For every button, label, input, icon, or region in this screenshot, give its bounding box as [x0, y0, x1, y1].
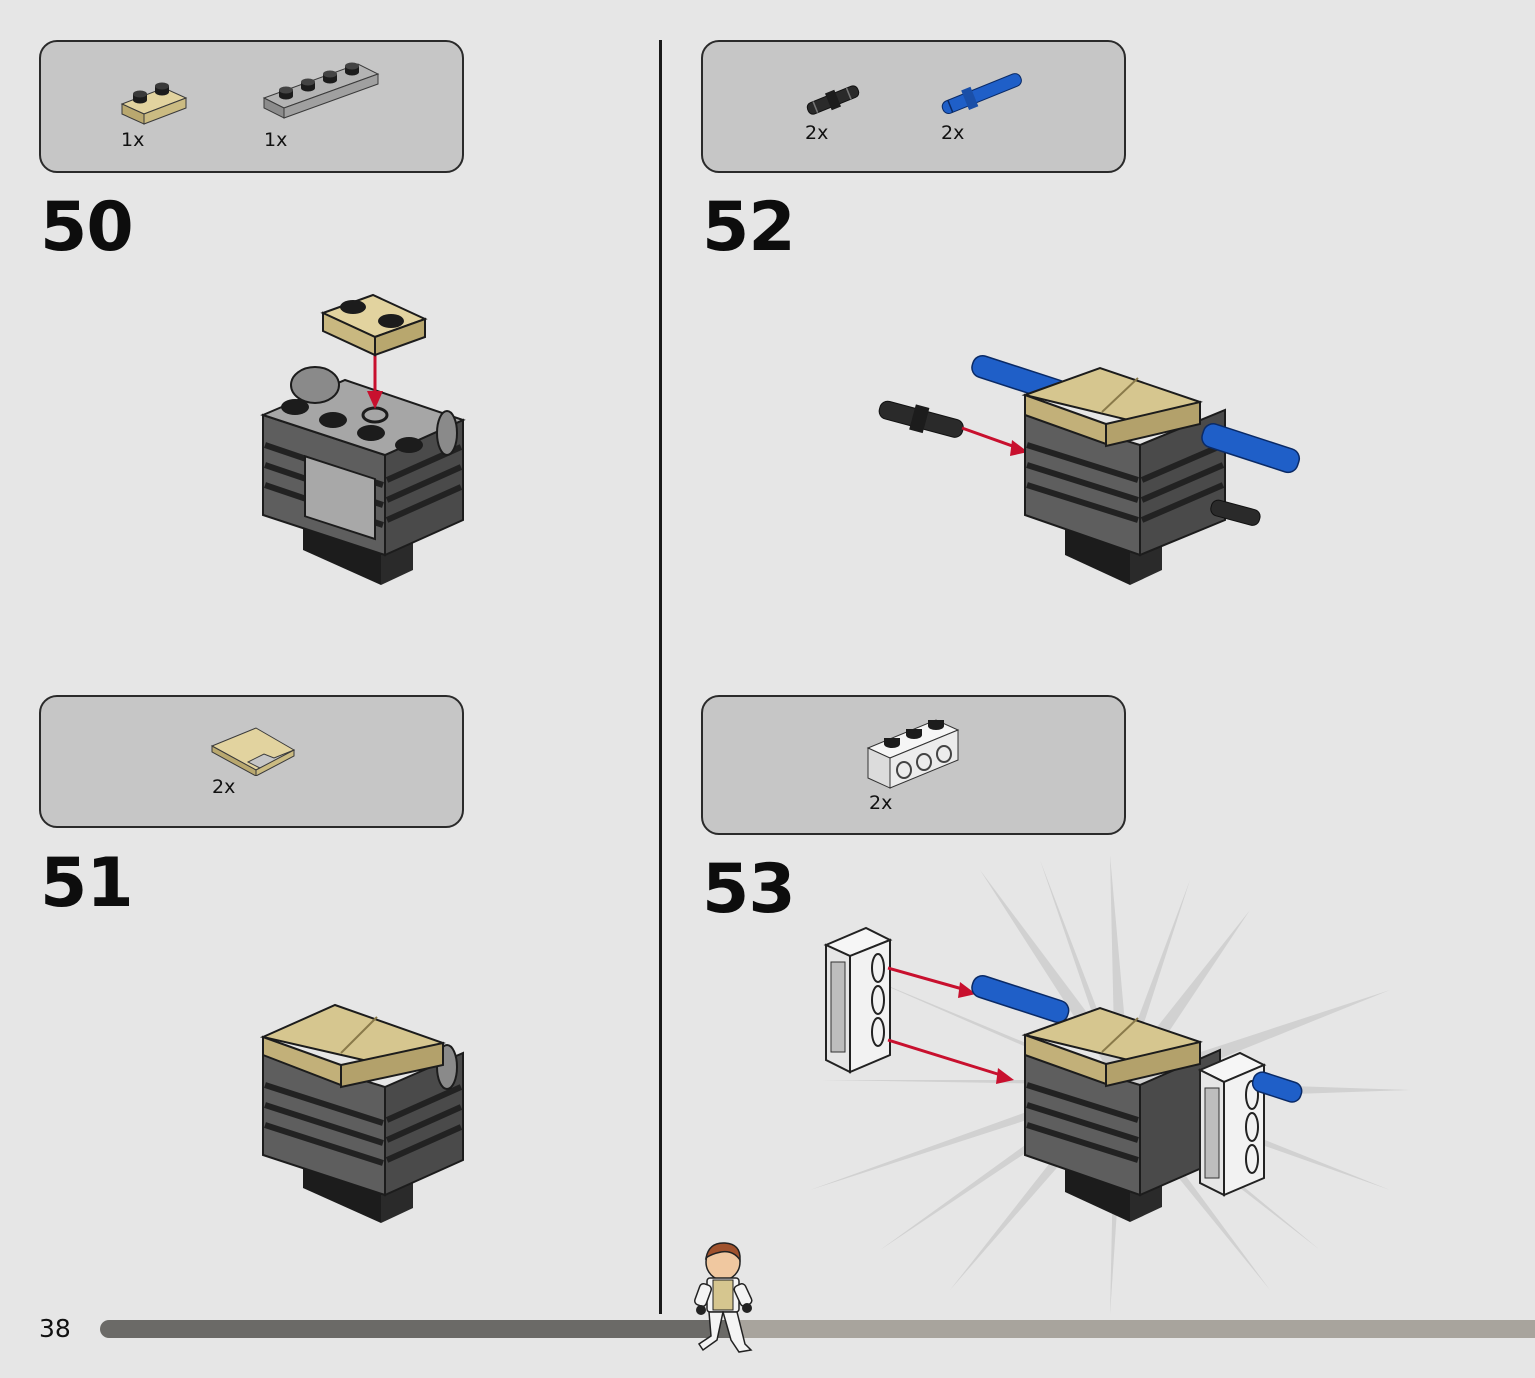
part-qty: 2x [869, 792, 893, 814]
gray-plate-1x4-icon [260, 60, 382, 130]
part-qty: 2x [805, 122, 829, 144]
parts-callout-step-52 [701, 40, 1126, 173]
page-number: 38 [39, 1314, 71, 1343]
parts-callout-step-50 [39, 40, 464, 173]
step-53-assembly-illustration [790, 850, 1430, 1320]
tan-plate-1x2-icon [118, 80, 190, 130]
column-divider [659, 40, 662, 1314]
step-number: 51 [40, 844, 134, 923]
part-qty: 1x [121, 129, 145, 151]
tan-corner-tile-icon [208, 724, 298, 776]
parts-callout-step-51 [39, 695, 464, 828]
white-technic-brick-1x3-icon [864, 714, 964, 794]
blue-axle-pin-icon [936, 68, 1028, 120]
step-51-assembly-illustration [255, 995, 475, 1230]
step-52-assembly-illustration [870, 340, 1310, 590]
step-number: 52 [702, 188, 796, 267]
step-number: 50 [40, 188, 134, 267]
part-qty: 2x [941, 122, 965, 144]
walking-minifigure-icon [693, 1240, 755, 1360]
step-50-assembly-illustration [255, 285, 475, 595]
part-qty: 2x [212, 776, 236, 798]
progress-bar-fill [100, 1320, 732, 1338]
part-qty: 1x [264, 129, 288, 151]
black-friction-pin-icon [802, 80, 864, 120]
step-number: 53 [702, 850, 796, 929]
progress-bar [100, 1320, 1535, 1338]
